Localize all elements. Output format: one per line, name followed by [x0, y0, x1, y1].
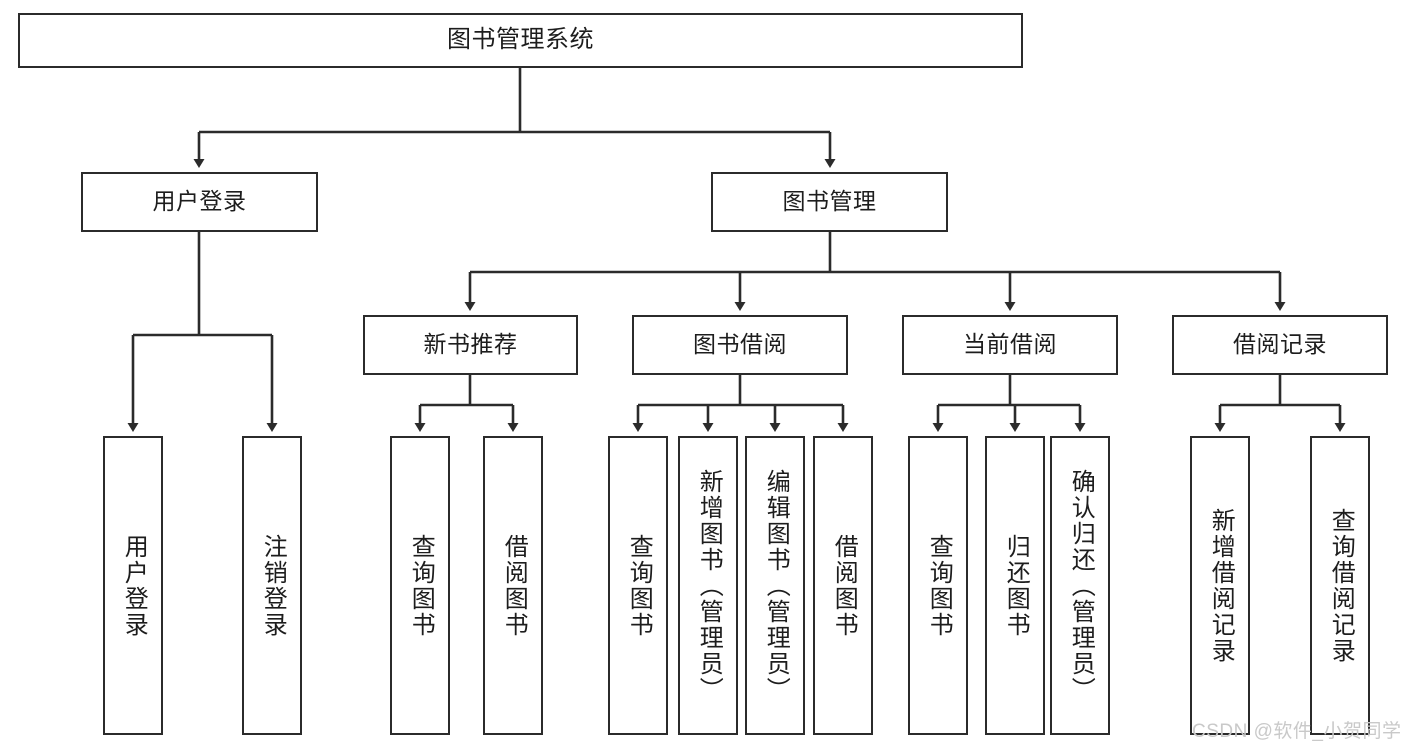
node-label: 借阅图书	[830, 533, 858, 638]
node-label: 当前借阅	[963, 331, 1057, 358]
leaf-query-borrow-record[interactable]: 查询借阅记录	[1310, 436, 1370, 735]
node-label: 确认归还（管理员）	[1067, 468, 1095, 703]
csdn-watermark: CSDN @软件_小贺同学	[1192, 721, 1402, 742]
node-root-system[interactable]: 图书管理系统	[18, 13, 1023, 68]
node-label: 查询借阅记录	[1327, 507, 1355, 664]
node-label: 归还图书	[1002, 533, 1030, 638]
leaf-query-book-borrow[interactable]: 查询图书	[608, 436, 668, 735]
leaf-confirm-return-admin[interactable]: 确认归还（管理员）	[1050, 436, 1110, 735]
node-label: 编辑图书（管理员）	[762, 468, 790, 703]
node-label: 图书管理	[782, 188, 877, 215]
node-book-borrow[interactable]: 图书借阅	[632, 315, 848, 375]
node-label: 注销登录	[259, 533, 287, 638]
node-borrow-record[interactable]: 借阅记录	[1172, 315, 1388, 375]
leaf-query-book-recommend[interactable]: 查询图书	[390, 436, 450, 735]
node-label: 用户登录	[152, 188, 247, 215]
node-label: 用户登录	[120, 533, 148, 638]
node-book-management[interactable]: 图书管理	[711, 172, 948, 232]
node-user-login[interactable]: 用户登录	[81, 172, 318, 232]
leaf-add-borrow-record[interactable]: 新增借阅记录	[1190, 436, 1250, 735]
node-label: 查询图书	[625, 533, 653, 638]
node-label: 查询图书	[407, 533, 435, 638]
node-label: 借阅记录	[1233, 331, 1327, 358]
node-label: 查询图书	[925, 533, 953, 638]
leaf-edit-book-admin[interactable]: 编辑图书（管理员）	[745, 436, 805, 735]
node-label: 新增图书（管理员）	[695, 468, 723, 703]
node-label: 新增借阅记录	[1207, 507, 1235, 664]
node-current-borrow[interactable]: 当前借阅	[902, 315, 1118, 375]
leaf-borrow-book-recommend[interactable]: 借阅图书	[483, 436, 543, 735]
leaf-user-logout[interactable]: 注销登录	[242, 436, 302, 735]
node-new-book-recommend[interactable]: 新书推荐	[363, 315, 578, 375]
node-label: 借阅图书	[500, 533, 528, 638]
node-label: 图书借阅	[693, 331, 787, 358]
leaf-return-book[interactable]: 归还图书	[985, 436, 1045, 735]
node-label: 图书管理系统	[447, 26, 594, 54]
node-label: 新书推荐	[423, 331, 518, 358]
leaf-add-book-admin[interactable]: 新增图书（管理员）	[678, 436, 738, 735]
leaf-borrow-book[interactable]: 借阅图书	[813, 436, 873, 735]
leaf-query-book-current[interactable]: 查询图书	[908, 436, 968, 735]
leaf-user-login[interactable]: 用户登录	[103, 436, 163, 735]
